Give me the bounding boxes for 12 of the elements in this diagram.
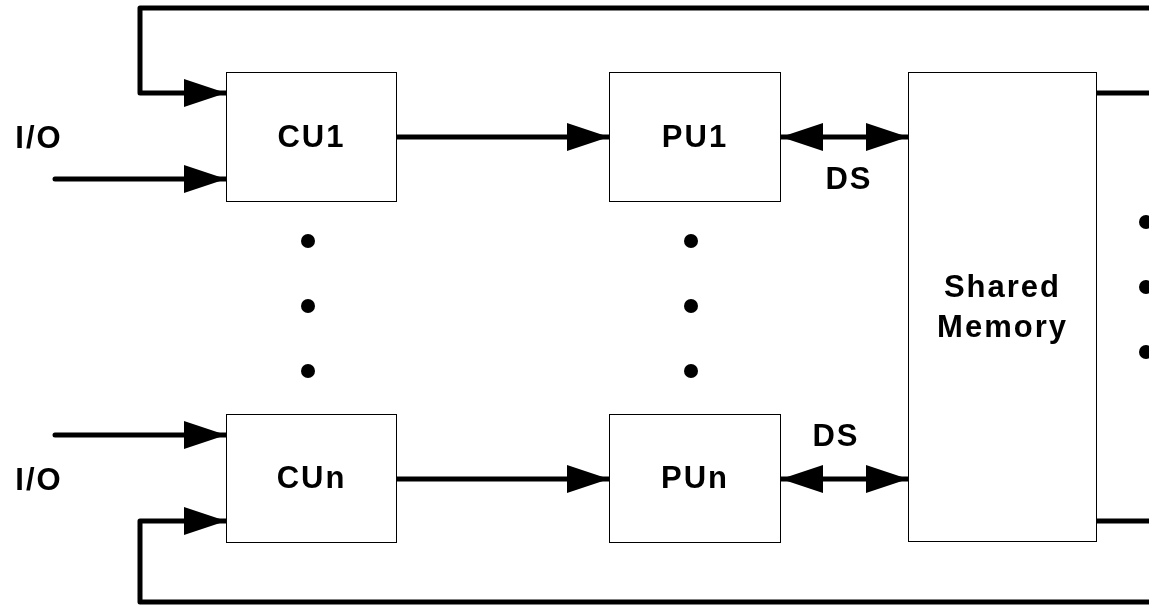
arrow [137, 507, 1149, 605]
unit-label: Shared Memory [936, 267, 1069, 346]
unit-label: CU1 [277, 117, 346, 156]
unit-label: PU1 [661, 117, 729, 156]
unit-box [226, 72, 397, 202]
unit-box [226, 414, 397, 543]
unit-label: CUn [276, 459, 347, 498]
unit-label: PUn [661, 459, 729, 498]
unit-box [908, 72, 1097, 542]
unit-box [609, 414, 781, 543]
arrow [137, 5, 1149, 107]
unit-box [609, 72, 781, 202]
